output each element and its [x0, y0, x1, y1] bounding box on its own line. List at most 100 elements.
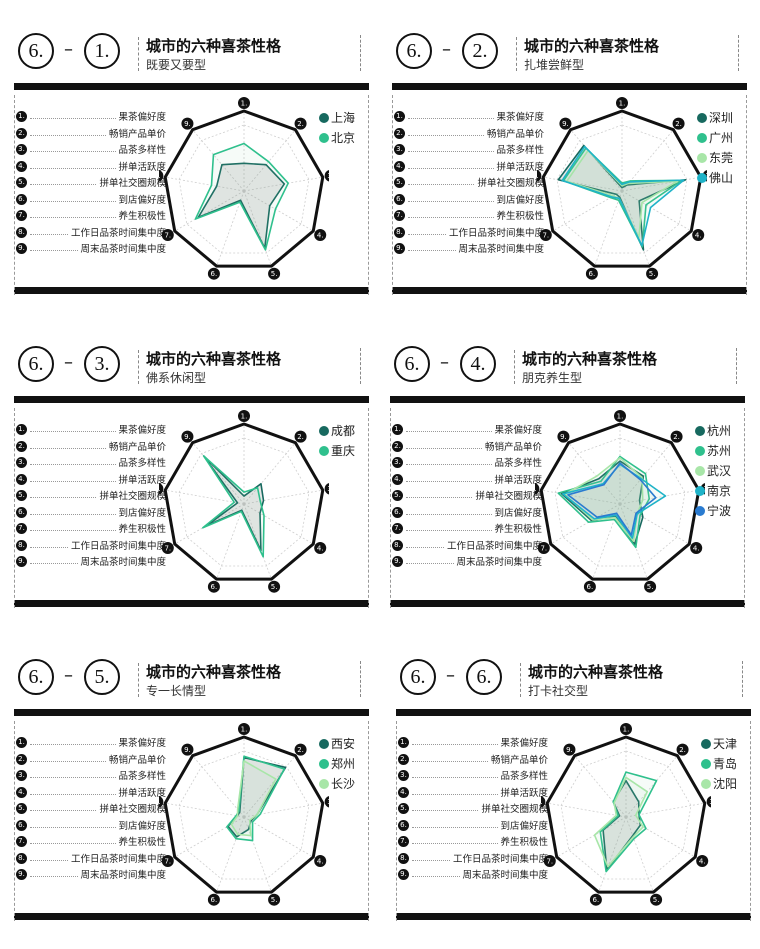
- dimension-number: 3.: [398, 770, 409, 781]
- dimension-number: 9.: [394, 243, 405, 254]
- series-polygon-2: [557, 455, 651, 549]
- number-separator: –: [442, 39, 451, 60]
- dimension-label: 拼单活跃度: [116, 784, 166, 799]
- dimension-label: 畅销产品单价: [106, 751, 166, 766]
- radar-spoke: [574, 755, 627, 818]
- legend-swatch: [697, 173, 707, 183]
- number-separator: –: [440, 352, 449, 373]
- axis-label: 3.: [327, 485, 329, 493]
- dimension-label: 周末品茶时间集中度: [78, 554, 166, 568]
- leader-dots: [406, 513, 542, 515]
- legend-label: 长沙: [331, 777, 356, 791]
- legend-swatch: [319, 779, 329, 789]
- panel-title: 城市的六种喜茶性格: [146, 37, 282, 55]
- radar-spoke: [216, 816, 245, 893]
- right-dashed-rule: [746, 95, 747, 295]
- axis-marker: [161, 229, 174, 241]
- dimension-item: 1.果茶偏好度: [394, 109, 544, 126]
- dimension-number: 3.: [16, 457, 27, 468]
- axis-label: 9.: [184, 433, 191, 441]
- leader-dots: [30, 744, 166, 745]
- axis-marker: [294, 743, 307, 756]
- dimension-label: 周末品茶时间集中度: [460, 867, 548, 881]
- axis-marker: [159, 482, 164, 495]
- axis-label: 3.: [327, 798, 329, 806]
- legend-label: 成都: [331, 424, 356, 438]
- legend-swatch: [697, 113, 707, 123]
- axis-marker: [268, 580, 281, 593]
- axis-label: 6.: [587, 583, 594, 591]
- panel-title: 城市的六种喜茶性格: [146, 663, 282, 681]
- dimension-item: 6.到店偏好度: [16, 191, 166, 209]
- dimension-item: 7.养生积极性: [16, 834, 166, 851]
- dimension-item: 4.拼单活跃度: [16, 158, 166, 176]
- dimension-label: 拼单社交圈规模: [97, 488, 166, 502]
- panel-subtitle: 佛系休闲型: [146, 371, 207, 385]
- axis-marker: [181, 117, 194, 130]
- axis-label: 9.: [560, 433, 567, 441]
- number-separator: –: [64, 665, 73, 686]
- axis-label: 9.: [562, 120, 569, 128]
- subsection-number-badge: 1.: [84, 33, 120, 69]
- dimension-label: 拼单活跃度: [116, 471, 166, 486]
- legend-label: 郑州: [331, 757, 356, 771]
- axis-label: 6.: [589, 270, 596, 278]
- axis-label: 6.: [211, 896, 218, 904]
- header-divider: [138, 663, 139, 697]
- axis-label: 8.: [159, 172, 161, 180]
- dimension-item: 7.养生积极性: [398, 834, 548, 851]
- dimension-item: 1.果茶偏好度: [16, 735, 166, 752]
- legend-swatch: [319, 133, 329, 143]
- radar-chart: 1.2.3.4.5.6.7.8.9.: [159, 410, 329, 593]
- leader-dots: [30, 793, 166, 795]
- dimension-label: 畅销产品单价: [106, 125, 166, 140]
- radar-frame: [545, 735, 707, 894]
- dimension-item: 1.果茶偏好度: [16, 422, 166, 439]
- leader-dots: [30, 200, 166, 202]
- dimension-label: 果茶偏好度: [494, 109, 544, 123]
- dimension-label: 工作日品茶时间集中度: [68, 850, 166, 865]
- header-dotted-rule: [734, 35, 739, 71]
- dimension-number: 8.: [16, 539, 27, 551]
- radar-spoke: [243, 503, 314, 545]
- axis-marker: [535, 482, 540, 495]
- dimension-number: 8.: [16, 226, 27, 238]
- leader-dots: [30, 134, 166, 136]
- legend-swatch: [319, 759, 329, 769]
- dimension-number: 7.: [16, 210, 27, 221]
- axis-marker: [690, 542, 703, 554]
- radar-frame: [163, 109, 325, 268]
- number-separator: –: [64, 39, 73, 60]
- series-polygon-3: [230, 760, 277, 837]
- legend-swatch: [695, 446, 705, 456]
- dimension-label: 养生积极性: [492, 521, 542, 535]
- section-number-badge: 6.: [394, 346, 430, 382]
- panel-subtitle: 扎堆尝鲜型: [524, 58, 585, 72]
- axis-label: 6.: [593, 896, 600, 904]
- header-dotted-rule: [356, 661, 361, 697]
- dimension-label: 果茶偏好度: [498, 735, 548, 749]
- dimension-label: 品茶多样性: [116, 455, 166, 469]
- dimension-number: 2.: [392, 440, 403, 452]
- dimension-number: 7.: [16, 523, 27, 534]
- leader-dots: [412, 777, 548, 778]
- axis-marker: [159, 169, 164, 182]
- header-divider: [138, 350, 139, 384]
- dimension-number: 6.: [16, 193, 27, 205]
- legend-label: 西安: [331, 737, 356, 751]
- dimension-label: 拼单活跃度: [494, 158, 544, 173]
- panel-header: 6.–4.城市的六种喜茶性格朋克养生型: [390, 338, 745, 398]
- dimension-item: 4.拼单活跃度: [16, 784, 166, 802]
- panel-subtitle: 打卡社交型: [528, 684, 589, 698]
- axis-marker: [616, 97, 628, 109]
- axis-label: 7.: [540, 545, 547, 553]
- axis-label: 1.: [241, 100, 248, 108]
- panel-subtitle: 既要又要型: [146, 58, 207, 72]
- axis-label: 8.: [535, 485, 537, 493]
- radar-chart: 1.2.3.4.5.6.7.8.9.: [159, 97, 329, 280]
- dimension-label: 周末品茶时间集中度: [78, 867, 166, 881]
- axis-marker: [692, 229, 705, 241]
- axis-label: 7.: [164, 232, 171, 240]
